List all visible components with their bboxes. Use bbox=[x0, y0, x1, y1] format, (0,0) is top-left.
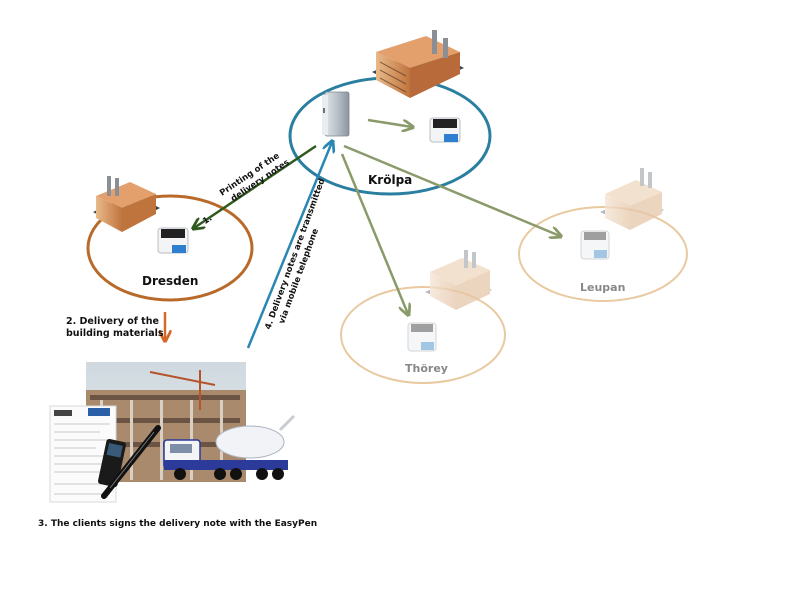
krolpa-printer-icon bbox=[429, 117, 461, 143]
dresden-printer-icon bbox=[157, 227, 189, 254]
step2-caption: 2. Delivery of the building materials bbox=[66, 316, 164, 340]
thorey-factory-icon bbox=[425, 250, 492, 310]
thorey-ring bbox=[340, 286, 506, 384]
step4-line1: 4. Delivery notes are transmitted bbox=[263, 177, 327, 331]
delivery-photo bbox=[49, 362, 296, 503]
thorey-printer-icon bbox=[407, 322, 437, 352]
leupan-arrow bbox=[343, 144, 560, 236]
cement-truck-icon bbox=[163, 414, 296, 480]
leupan-factory-icon bbox=[600, 168, 664, 230]
leupan-ring bbox=[518, 206, 688, 302]
thorey-label: Thörey bbox=[405, 362, 448, 375]
thorey-arrow bbox=[340, 153, 408, 314]
transmit-arrow bbox=[246, 142, 332, 349]
server-icon bbox=[322, 91, 350, 137]
dresden-label: Dresden bbox=[142, 274, 198, 288]
print-arrow bbox=[194, 144, 317, 228]
delivery-note-document bbox=[49, 405, 117, 503]
dresden-factory-icon bbox=[93, 176, 160, 232]
easypen-icon bbox=[101, 425, 161, 499]
krolpa-label: Krölpa bbox=[368, 173, 412, 187]
dresden-ring bbox=[86, 194, 254, 302]
step3-caption: 3. The clients signs the delivery note w… bbox=[38, 519, 318, 529]
krolpa-factory-icon bbox=[372, 30, 464, 98]
leupan-printer-icon bbox=[580, 230, 610, 260]
leupan-label: Leupan bbox=[580, 281, 625, 294]
step2-line2: building materials bbox=[66, 328, 164, 339]
step2-line1: 2. Delivery of the bbox=[66, 316, 159, 327]
krolpa-printer-arrow bbox=[367, 118, 412, 127]
